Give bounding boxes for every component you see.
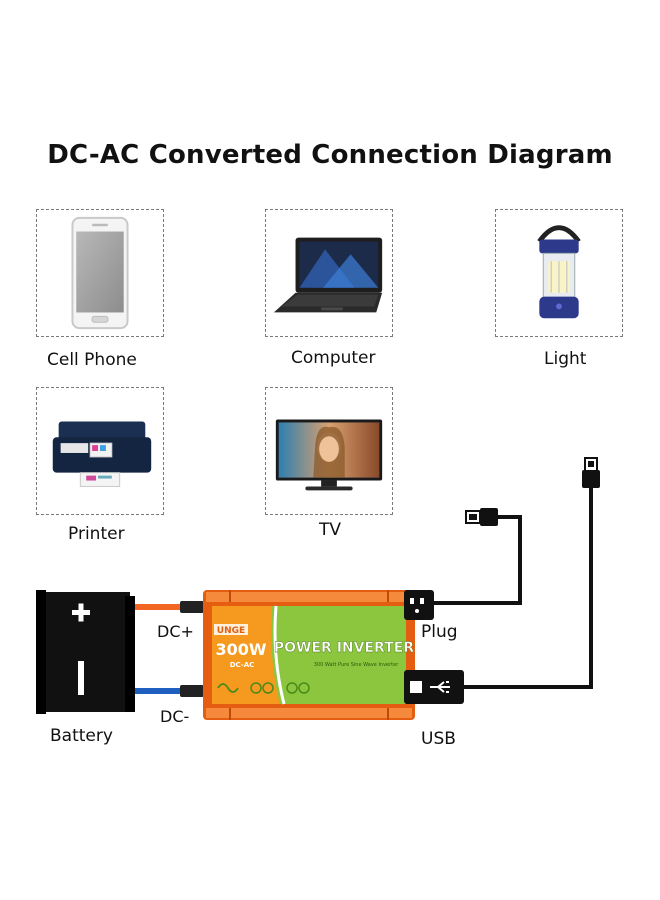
inverter-body — [203, 590, 415, 720]
inverter-subtitle: 300 Watt Pure Sine Wave Inverter — [314, 662, 400, 668]
laptop-icon — [273, 237, 383, 313]
tv-icon — [275, 419, 383, 491]
device-tv — [265, 387, 393, 515]
plug-connector — [465, 508, 498, 526]
battery-icon — [36, 590, 135, 714]
usb-cable — [464, 486, 593, 689]
cell-phone-icon — [71, 216, 129, 330]
ac-outlet — [404, 590, 434, 620]
device-label-computer: Computer — [291, 348, 376, 368]
usb-label: USB — [421, 729, 456, 749]
inverter-mode: DC-AC — [230, 661, 255, 669]
device-cell-phone — [36, 209, 164, 337]
device-light — [495, 209, 623, 337]
inverter-wattage: 300W — [215, 640, 266, 659]
usb-port — [404, 670, 464, 704]
plug-label: Plug — [421, 622, 458, 642]
dc-plus-label: DC+ — [157, 622, 194, 641]
device-computer — [265, 209, 393, 337]
inverter-brand: UNGE — [217, 626, 245, 636]
diagram-title: DC-AC Converted Connection Diagram — [47, 140, 613, 170]
device-label-printer: Printer — [68, 524, 125, 544]
dc-minus-cable — [135, 685, 204, 697]
printer-icon — [52, 421, 152, 487]
battery-label: Battery — [50, 726, 113, 746]
brand-badge — [214, 624, 248, 635]
usb-connector — [582, 457, 600, 488]
device-printer — [36, 387, 164, 515]
plug-cable — [434, 515, 522, 605]
device-label-tv: TV — [319, 520, 342, 540]
device-label-cell-phone: Cell Phone — [47, 350, 137, 370]
dc-minus-label: DC- — [160, 707, 189, 726]
dc-plus-cable — [135, 601, 204, 613]
lantern-icon — [537, 225, 581, 319]
device-label-light: Light — [544, 349, 587, 369]
inverter-name: POWER INVERTER — [274, 640, 414, 656]
